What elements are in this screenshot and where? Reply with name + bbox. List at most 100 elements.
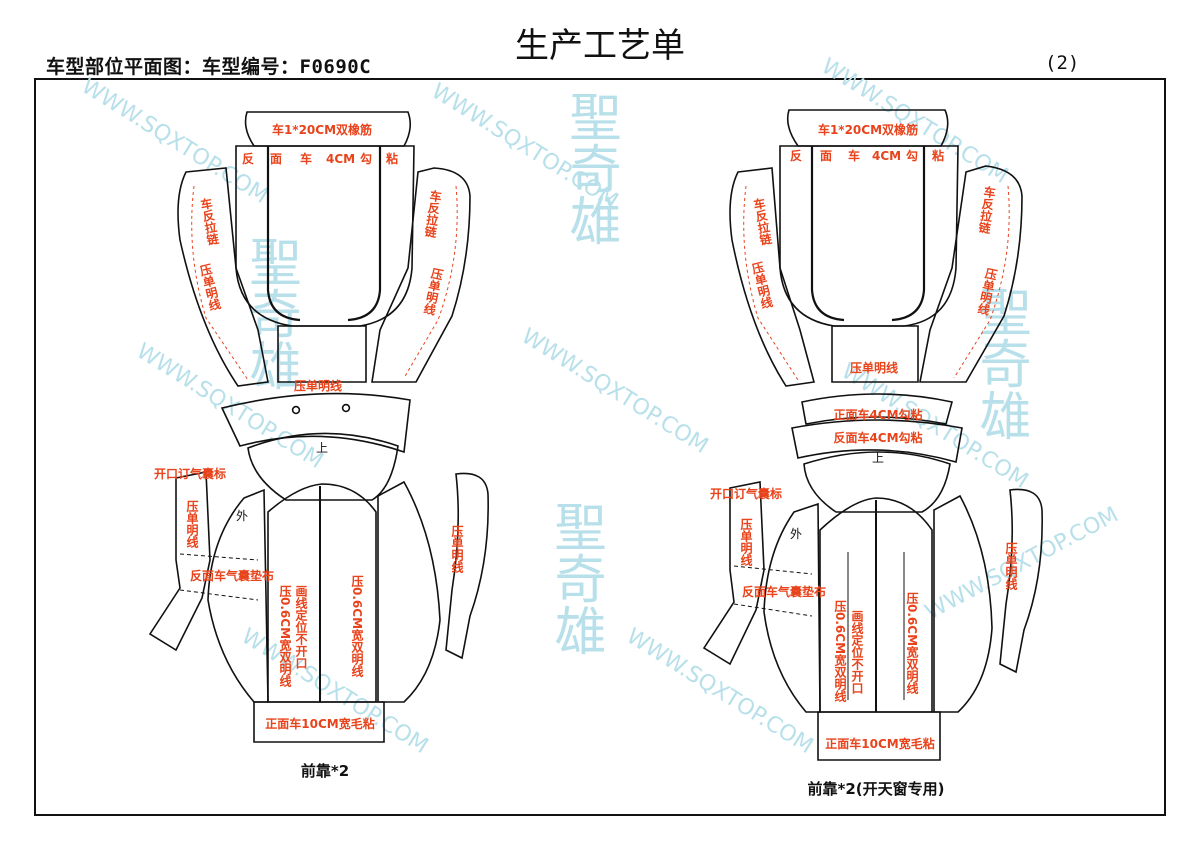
seam-line [266, 146, 382, 322]
top-line-word: 反 [790, 148, 802, 163]
stitch-line [191, 185, 249, 381]
watermark-brand: 聖奇雄 [545, 500, 605, 656]
upper-panel [247, 432, 399, 501]
page-number: (2) [1045, 52, 1080, 74]
upper-mark: 上 [872, 451, 884, 465]
right-marks: 上 外 前靠*2(开天窗专用) [790, 451, 945, 798]
top-line-word: 勾 [360, 151, 372, 166]
watermark-layer: WWW.SQXTOP.COM WWW.SQXTOP.COM WWW.SQXTOP… [77, 54, 1123, 759]
top-line-word: 勾 [906, 148, 918, 163]
center-panel [267, 483, 377, 703]
center-mid-note: 画线定位不开口 [294, 585, 308, 670]
wing-right-note-1: 车反拉链 [422, 188, 443, 239]
side-wing-right [371, 167, 471, 383]
neck-panel [831, 325, 919, 383]
strip-left [702, 481, 765, 666]
strip-right [445, 472, 489, 660]
cut-line [179, 553, 259, 601]
base-panel [817, 711, 941, 761]
watermark-brand: 聖奇雄 [240, 235, 300, 391]
hole-marker [341, 403, 351, 413]
wing-left-note-1: 车反拉链 [751, 195, 773, 247]
strip-right [999, 488, 1043, 674]
pad-note: 反面车气囊垫布 [742, 584, 826, 599]
strip-right-note: 压单明线 [1004, 542, 1018, 591]
side-panel-left [207, 488, 269, 703]
outer-mark: 外 [790, 527, 802, 541]
top-line-word: 面 [270, 152, 282, 166]
band-1-note: 正面车4CM勾粘 [833, 407, 922, 422]
top-line-word: 4CM [872, 149, 901, 163]
upper-panel [803, 451, 951, 513]
curved-band [801, 393, 953, 425]
strip-left [148, 471, 211, 652]
center-left-note: 压0.6CM宽双明线 [278, 585, 292, 688]
center-panel [819, 497, 933, 713]
drawing-frame [34, 78, 1166, 816]
top-band-label: 车1*20CM双橡筋 [272, 122, 372, 137]
stitch-line [743, 185, 799, 381]
side-wing-left [177, 167, 269, 387]
strip-right-note: 压单明线 [450, 525, 464, 574]
side-panel-right [377, 480, 441, 703]
air-bag-note: 开口订气囊标 [710, 486, 782, 501]
strip-left-note: 压单明线 [185, 500, 199, 549]
hole-marker [291, 405, 301, 415]
document-title: 生产工艺单 [515, 26, 685, 66]
watermark-url: WWW.SQXTOP.COM [517, 324, 713, 459]
right-pattern [702, 109, 1043, 761]
model-subtitle: 车型部位平面图：车型编号：F0690C [46, 56, 372, 78]
wing-right-note-1: 车反拉链 [976, 184, 997, 235]
watermark-brand: 聖奇雄 [560, 90, 620, 246]
base-note: 正面车10CM宽毛粘 [265, 716, 374, 731]
top-line-word: 面 [820, 149, 832, 163]
top-line-word: 粘 [932, 148, 944, 163]
side-wing-left [729, 167, 816, 387]
base-note: 正面车10CM宽毛粘 [825, 736, 934, 751]
side-wing-right [919, 165, 1023, 383]
neck-note: 压单明线 [850, 360, 898, 375]
top-band-label: 车1*20CM双橡筋 [818, 122, 918, 137]
side-panel-left [763, 502, 821, 713]
top-line-word: 粘 [386, 151, 398, 166]
curved-band [791, 419, 963, 464]
watermark-url: WWW.SQXTOP.COM [622, 624, 818, 759]
wing-right-note-2: 压单明线 [421, 266, 445, 317]
stitch-line [403, 185, 458, 379]
top-line-word: 4CM [326, 152, 355, 166]
pad-note: 反面车气囊垫布 [190, 568, 274, 583]
center-right-note: 压0.6CM宽双明线 [350, 575, 364, 678]
wing-left-note-2: 压单明线 [197, 262, 222, 313]
wing-left-note-2: 压单明线 [749, 260, 774, 311]
seam-line [810, 146, 926, 322]
top-line-word: 反 [242, 151, 254, 166]
neck-note: 压单明线 [294, 378, 342, 393]
top-line-word: 车 [848, 148, 860, 163]
center-right-note: 压0.6CM宽双明线 [905, 592, 919, 695]
side-panel-right [933, 494, 993, 713]
band-2-note: 反面车4CM勾粘 [833, 430, 922, 445]
center-left-note: 压0.6CM宽双明线 [833, 600, 847, 703]
watermark-url: WWW.SQXTOP.COM [77, 74, 273, 209]
watermark-url: WWW.SQXTOP.COM [817, 54, 1013, 189]
watermark-brand: 聖奇雄 [970, 285, 1030, 441]
guide-line [847, 552, 905, 700]
top-main-panel [779, 145, 959, 327]
cut-line [733, 565, 813, 617]
outer-mark: 外 [236, 509, 248, 523]
air-bag-note: 开口订气囊标 [154, 466, 226, 481]
left-pattern [148, 111, 489, 743]
base-panel [253, 701, 385, 743]
pattern-caption: 前靠*2 [301, 762, 349, 780]
left-annotations: 车1*20CM双橡筋 反 面 车 4CM 勾 粘 车反拉链 压单明线 车反拉链 … [154, 122, 464, 731]
pattern-caption: 前靠*2(开天窗专用) [808, 780, 945, 798]
watermark-url: WWW.SQXTOP.COM [921, 502, 1123, 625]
stitch-line [953, 185, 1010, 379]
neck-panel [277, 325, 367, 383]
wing-left-note-1: 车反拉链 [198, 195, 220, 247]
strip-left-note: 压单明线 [739, 518, 753, 567]
top-line-word: 车 [300, 151, 312, 166]
center-mid-note: 画线定位不开口 [850, 610, 864, 695]
left-marks: 上 外 前靠*2 [236, 441, 349, 780]
